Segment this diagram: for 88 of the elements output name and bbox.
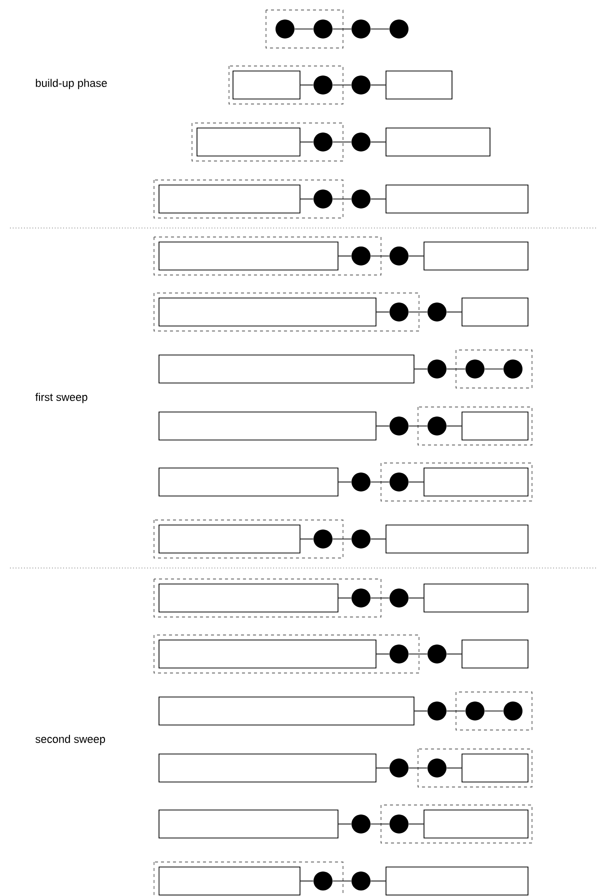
- dot: [428, 644, 446, 664]
- dot: [352, 530, 370, 548]
- block-box: [386, 184, 528, 214]
- connector-line: [332, 538, 352, 540]
- dot: [390, 758, 408, 778]
- connector-line: [300, 198, 314, 200]
- block-box: [158, 354, 414, 384]
- block-box: [386, 524, 528, 554]
- phase-label: second sweep: [36, 734, 106, 746]
- block-box: [462, 640, 528, 668]
- connector-line: [332, 880, 352, 882]
- dot: [276, 20, 294, 38]
- connector-line: [300, 538, 314, 540]
- block-box: [158, 298, 376, 326]
- block-box: [424, 810, 528, 838]
- dot: [352, 132, 370, 152]
- block-box: [232, 70, 300, 100]
- connector-line: [370, 538, 386, 540]
- block-box: [158, 468, 338, 496]
- connector-line: [446, 710, 466, 712]
- dot: [390, 472, 408, 492]
- dot: [428, 758, 446, 778]
- dot: [352, 190, 370, 208]
- dot: [390, 246, 408, 266]
- block-box: [158, 754, 376, 782]
- block-box: [196, 128, 300, 156]
- dot: [314, 132, 332, 152]
- connector-line: [446, 368, 466, 370]
- connector-line: [332, 28, 352, 30]
- block-box: [462, 298, 528, 326]
- dot: [352, 20, 370, 38]
- dot: [314, 190, 332, 208]
- connector-line: [370, 880, 386, 882]
- connector-line: [332, 84, 352, 86]
- block-box: [158, 866, 300, 896]
- dot: [352, 246, 370, 266]
- dot: [314, 20, 332, 38]
- block-box: [158, 524, 300, 554]
- dot: [428, 360, 446, 378]
- block-box: [158, 696, 414, 726]
- block-box: [462, 754, 528, 782]
- connector-line: [484, 710, 504, 712]
- block-box: [386, 70, 452, 100]
- connector-line: [300, 880, 314, 882]
- dot: [314, 530, 332, 548]
- connector-line: [484, 368, 504, 370]
- connector-line: [332, 198, 352, 200]
- dot: [390, 588, 408, 608]
- connector-line: [414, 368, 428, 370]
- dot: [390, 814, 408, 834]
- dot: [428, 416, 446, 436]
- connector-line: [370, 198, 386, 200]
- block-box: [424, 468, 528, 496]
- block-box: [462, 412, 528, 440]
- dot: [352, 872, 370, 890]
- block-box: [424, 242, 528, 270]
- dot: [428, 702, 446, 720]
- dot: [352, 588, 370, 608]
- block-box: [158, 242, 338, 270]
- connector-line: [414, 710, 428, 712]
- block-box: [424, 584, 528, 612]
- dot: [390, 644, 408, 664]
- block-box: [158, 640, 376, 668]
- block-box: [158, 184, 300, 214]
- dot: [466, 360, 484, 378]
- dot: [314, 76, 332, 94]
- dot: [352, 472, 370, 492]
- dot: [390, 20, 408, 38]
- dot: [352, 76, 370, 94]
- dot: [466, 702, 484, 720]
- block-box: [158, 412, 376, 440]
- block-box: [386, 128, 490, 156]
- block-box: [158, 584, 338, 612]
- dot: [390, 302, 408, 322]
- connector-line: [370, 28, 390, 30]
- connector-line: [370, 84, 386, 86]
- dot: [428, 302, 446, 322]
- phase-label: first sweep: [35, 392, 88, 404]
- dot: [504, 360, 522, 378]
- dot: [504, 702, 522, 720]
- dot: [314, 872, 332, 890]
- connector-line: [300, 84, 314, 86]
- dot: [390, 416, 408, 436]
- dot: [352, 814, 370, 834]
- connector-line: [294, 28, 314, 30]
- phase-label: build-up phase: [36, 78, 107, 90]
- block-box: [158, 810, 338, 838]
- block-box: [386, 866, 528, 896]
